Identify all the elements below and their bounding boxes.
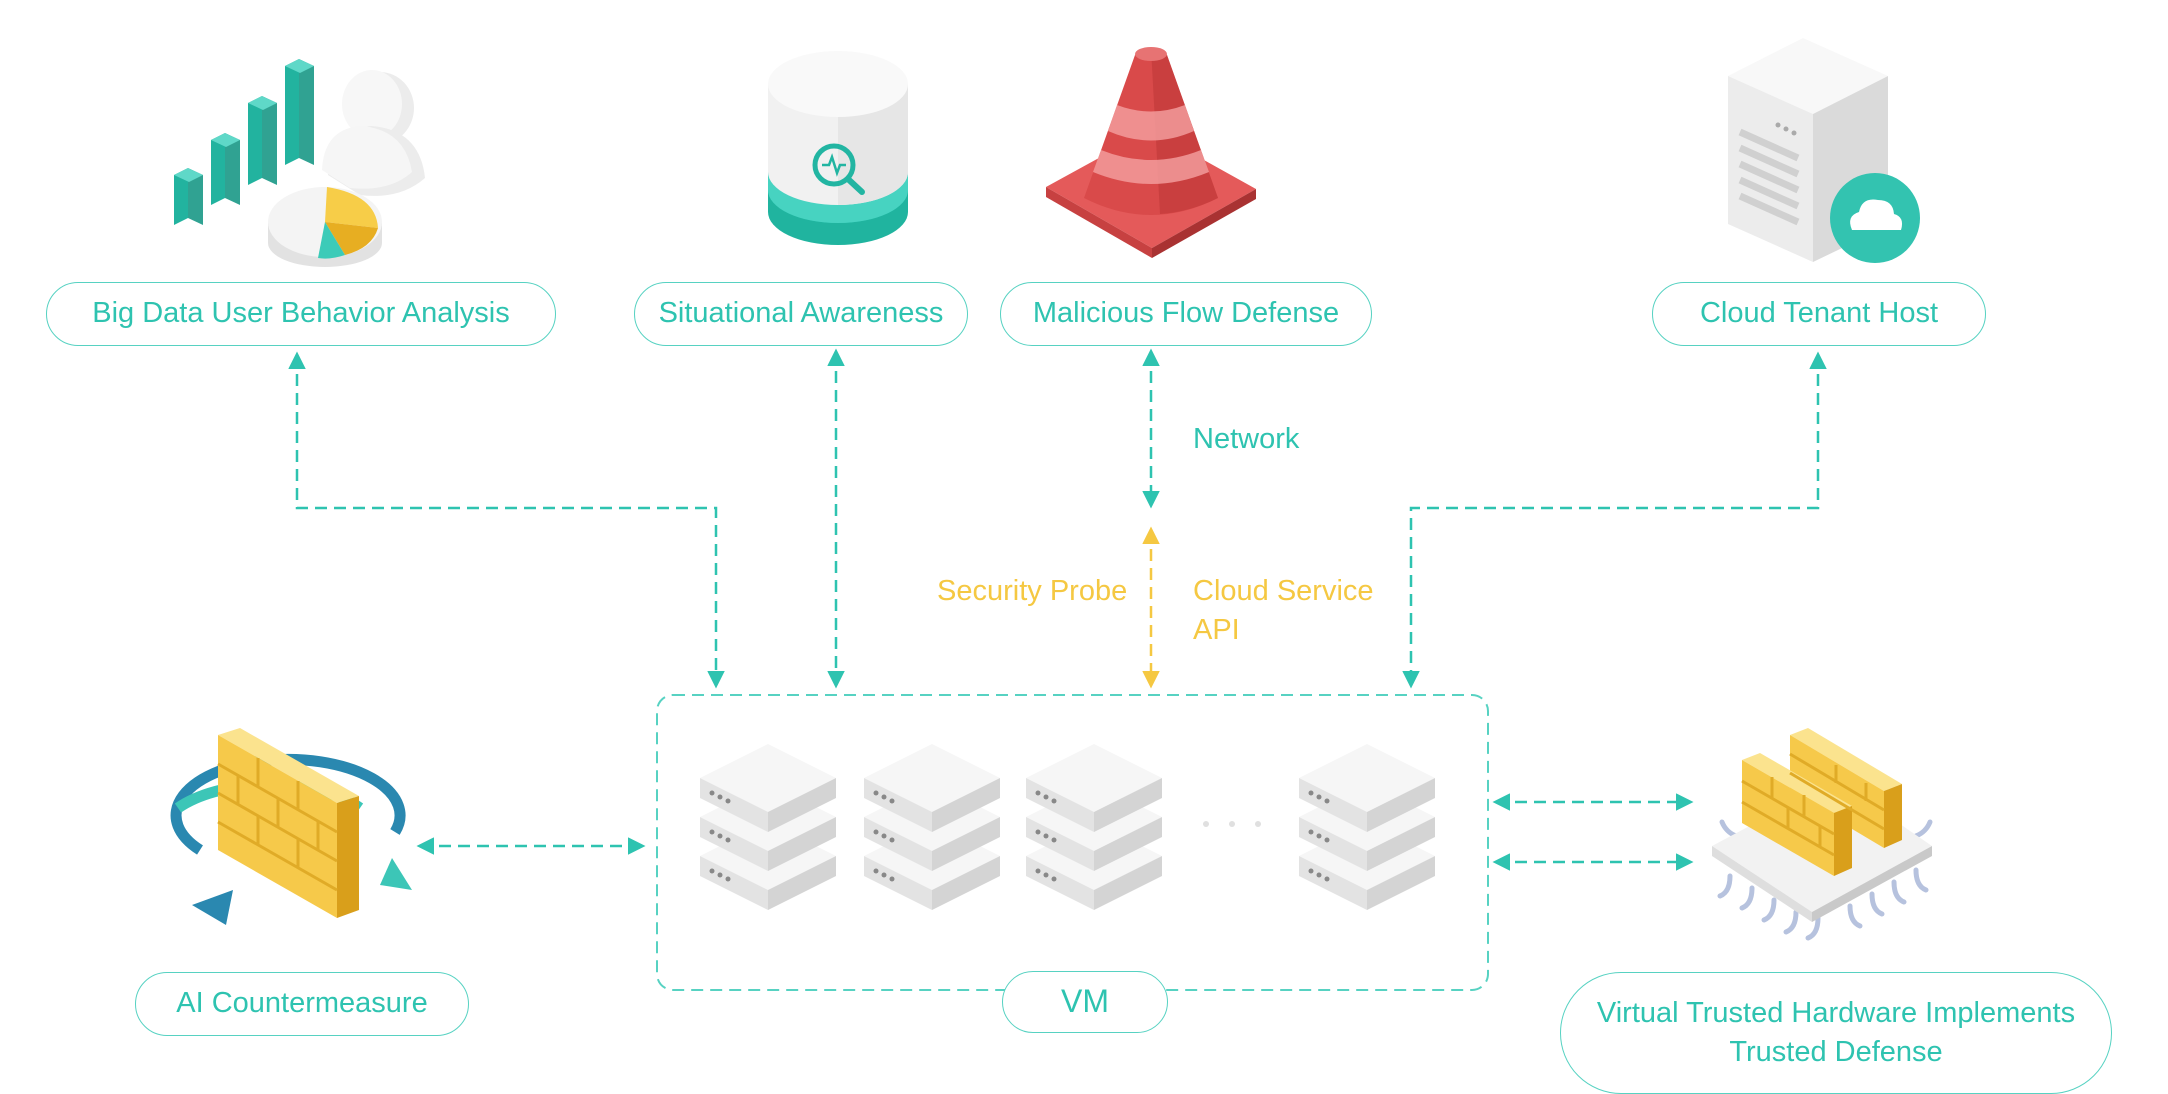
edge-label-security-probe: Security Probe: [937, 575, 1128, 607]
edge-label-cloud-service-line2: API: [1193, 614, 1240, 646]
node-situational-awareness[interactable]: Situational Awareness: [634, 282, 968, 346]
node-label: Cloud Tenant Host: [1699, 297, 1939, 330]
node-big-data-user-behavior-analysis[interactable]: Big Data User Behavior Analysis: [46, 282, 556, 346]
firewall-cycle-icon: [170, 728, 412, 925]
node-cloud-tenant-host[interactable]: Cloud Tenant Host: [1652, 282, 1986, 346]
node-label: Big Data User Behavior Analysis: [92, 297, 510, 330]
node-label: VM: [1061, 983, 1109, 1020]
connector-cloud-tenant-vm: [1402, 351, 1827, 689]
connector-big-data-vm: [288, 351, 725, 689]
node-label: Malicious Flow Defense: [1032, 297, 1340, 330]
firewall-chip-icon: [1712, 728, 1933, 941]
bar-chart-user-icon: [174, 59, 425, 267]
node-label-line2: Trusted Defense: [1729, 1036, 1943, 1068]
edge-label-cloud-service-api: Cloud Service API: [1193, 575, 1374, 647]
server-stack-icon: [700, 744, 1435, 910]
node-label: Situational Awareness: [658, 297, 944, 330]
server-cloud-icon: [1728, 38, 1920, 263]
edge-label-network: Network: [1193, 423, 1300, 455]
node-label-line1: Virtual Trusted Hardware Implements: [1596, 996, 2076, 1029]
node-malicious-flow-defense[interactable]: Malicious Flow Defense: [1000, 282, 1372, 346]
database-search-icon: [768, 51, 908, 245]
connectors: [288, 348, 1827, 871]
node-vm[interactable]: VM: [1002, 971, 1168, 1033]
edge-label-cloud-service-line1: Cloud Service: [1193, 575, 1374, 607]
node-ai-countermeasure[interactable]: AI Countermeasure: [135, 972, 469, 1036]
node-virtual-trusted-hardware[interactable]: Virtual Trusted Hardware Implements Trus…: [1560, 972, 2112, 1094]
traffic-cone-icon: [1046, 47, 1256, 258]
node-label: AI Countermeasure: [176, 987, 428, 1020]
